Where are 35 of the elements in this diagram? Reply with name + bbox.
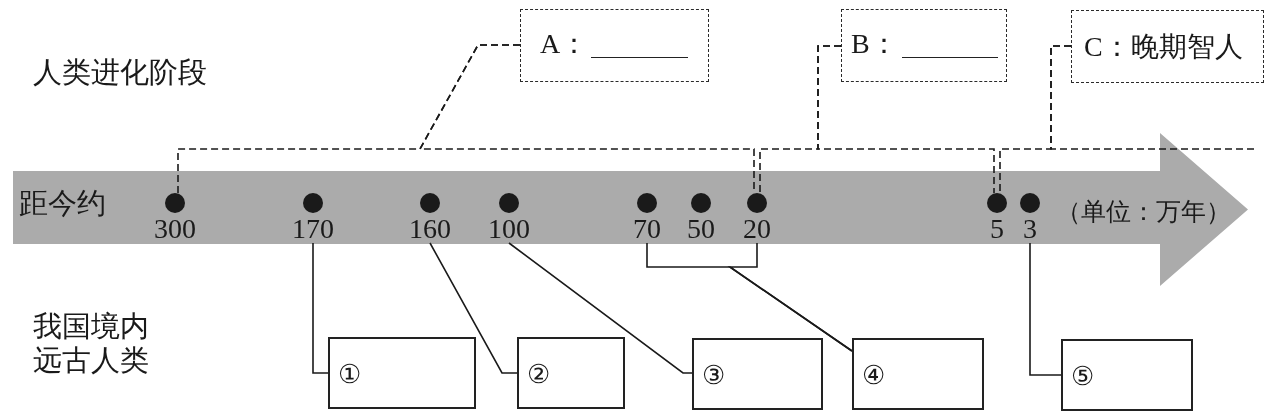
box-number: ② — [527, 362, 550, 388]
year-label: 170 — [292, 215, 334, 243]
row-label: 我国境内远古人类 — [33, 309, 150, 377]
callout-box — [520, 9, 709, 82]
year-label: 3 — [1023, 215, 1037, 243]
year-label: 50 — [687, 215, 715, 243]
answer-box — [1061, 339, 1193, 411]
callout-label: C：晚期智人 — [1084, 33, 1243, 61]
callout-label: A： — [540, 30, 589, 58]
row-label: 人类进化阶段 — [33, 58, 207, 87]
callout-label: B： — [851, 30, 898, 58]
range-bracket — [1050, 45, 1256, 150]
year-label: 5 — [990, 215, 1004, 243]
box-number: ① — [338, 362, 361, 388]
unit-label: （单位：万年） — [1056, 199, 1231, 224]
leader-line — [312, 242, 329, 374]
timeline-arrow — [13, 133, 1248, 286]
range-bracket — [817, 45, 995, 194]
box-number: ④ — [862, 363, 885, 389]
leader-line — [1029, 242, 1062, 376]
box-number: ⑤ — [1071, 364, 1094, 390]
leader-line — [727, 242, 853, 352]
year-label: 160 — [409, 215, 451, 243]
year-label: 100 — [488, 215, 530, 243]
box-number: ③ — [702, 363, 725, 389]
callout-box — [1071, 10, 1264, 83]
answer-box — [328, 337, 476, 409]
answer-box — [692, 338, 823, 410]
year-label: 70 — [633, 215, 661, 243]
year-label: 300 — [154, 215, 196, 243]
axis-label: 距今约 — [19, 189, 106, 218]
year-label: 20 — [743, 215, 771, 243]
callout-box — [841, 9, 1007, 82]
answer-box — [852, 338, 984, 410]
answer-box — [517, 337, 625, 409]
